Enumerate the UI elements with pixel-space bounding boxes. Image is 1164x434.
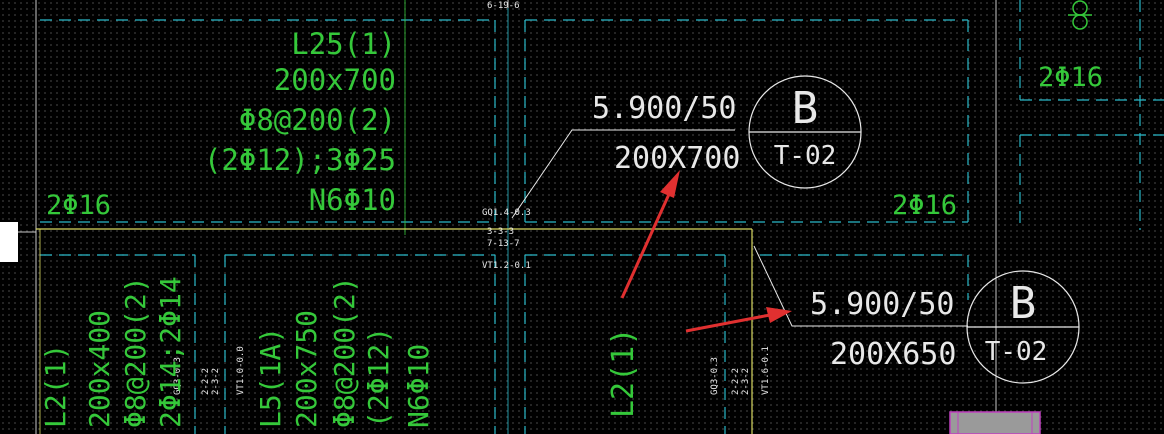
callout-upper: 5.900/50 200X700 B T-02: [511, 75, 862, 219]
label-gq1-a: GQ1.4-0.3: [482, 208, 531, 218]
detail-marker-lower: B T-02: [966, 270, 1080, 384]
beam-L2-rebar: 2Φ14;2Φ14: [154, 276, 187, 428]
beam-L5-annotation: L5(1A) 200x750 Φ8@200(2) (2Φ12) N6Φ10: [254, 276, 435, 428]
label-vert-b: VT1.0-0.0: [236, 346, 246, 395]
red-arrows: [620, 170, 792, 333]
bottom-bar-right: 2Φ16: [892, 190, 957, 221]
beam-L25-name: L25(1): [291, 27, 396, 61]
small-labels: 6-19-6 GQ1.4-0.3 3-3-3 7-13-7 VT1.2-0.1 …: [173, 1, 771, 395]
beam-L5-side: N6Φ10: [402, 344, 435, 428]
detail-marker-upper: B T-02: [748, 75, 862, 189]
label-vert-a2: 2-2-2: [201, 368, 211, 395]
arrow-right-icon: [685, 307, 792, 333]
label-vert-a3: 2-3-2: [211, 368, 221, 395]
detail-marker-upper-letter: B: [792, 83, 819, 134]
beam-L25-stirrup: Φ8@200(2): [239, 103, 396, 137]
beam-L2-annotation: L2(1) 200x400 Φ8@200(2) 2Φ14;2Φ14: [39, 276, 187, 428]
beam-L5-rebar: (2Φ12): [362, 327, 395, 428]
partial-symbol-icon: [1068, 0, 1092, 30]
beam-L25-side: N6Φ10: [309, 183, 396, 217]
grid-lines: [40, 0, 1164, 434]
label-vt1: VT1.2-0.1: [482, 261, 531, 271]
beam-L2-size: 200x400: [83, 310, 116, 428]
label-vert-c3: 2-3-2: [741, 368, 751, 395]
column-block: [949, 411, 1041, 434]
label-vert-d: VT1.6-0.1: [761, 346, 771, 395]
bottom-bar-left: 2Φ16: [46, 190, 111, 221]
beam-L2-stirrup: Φ8@200(2): [119, 276, 152, 428]
bottom-bar-far-right: 2Φ16: [1038, 62, 1103, 93]
callout-upper-size: 200X700: [614, 141, 740, 176]
callout-lower-elevation: 5.900/50: [810, 287, 955, 322]
label-gq1-c: 7-13-7: [487, 239, 520, 249]
beam-L5-name: L5(1A): [254, 327, 287, 428]
label-top: 6-19-6: [487, 1, 520, 11]
callout-lower-size: 200X650: [830, 337, 956, 372]
beam-L5-size: 200x750: [290, 310, 323, 428]
beam-L5-stirrup: Φ8@200(2): [328, 276, 361, 428]
beam-L25-rebar: (2Φ12);3Φ25: [204, 143, 396, 177]
beam-L2-name: L2(1): [39, 344, 72, 428]
label-vert-a1: GQ3-0.3: [173, 357, 183, 395]
label-vert-c1: GQ3-0.3: [710, 357, 720, 395]
beam-L2b-name: L2(1): [606, 328, 641, 418]
callout-lower: 5.900/50 200X650 B T-02: [753, 245, 1080, 384]
label-vert-c2: 2-2-2: [731, 368, 741, 395]
outline-lines: [0, 0, 997, 434]
callout-upper-elevation: 5.900/50: [592, 91, 737, 126]
detail-marker-lower-letter: B: [1010, 278, 1037, 329]
detail-marker-lower-ref: T-02: [985, 337, 1048, 367]
beam-L25-size: 200x700: [274, 63, 396, 97]
beam-L25-annotation: L25(1) 200x700 Φ8@200(2) (2Φ12);3Φ25 N6Φ…: [204, 27, 396, 217]
label-gq1-b: 3-3-3: [487, 227, 514, 237]
detail-marker-upper-ref: T-02: [774, 141, 837, 171]
arrow-up-icon: [620, 170, 680, 299]
beam-L2b-annotation: L2(1): [606, 328, 641, 418]
